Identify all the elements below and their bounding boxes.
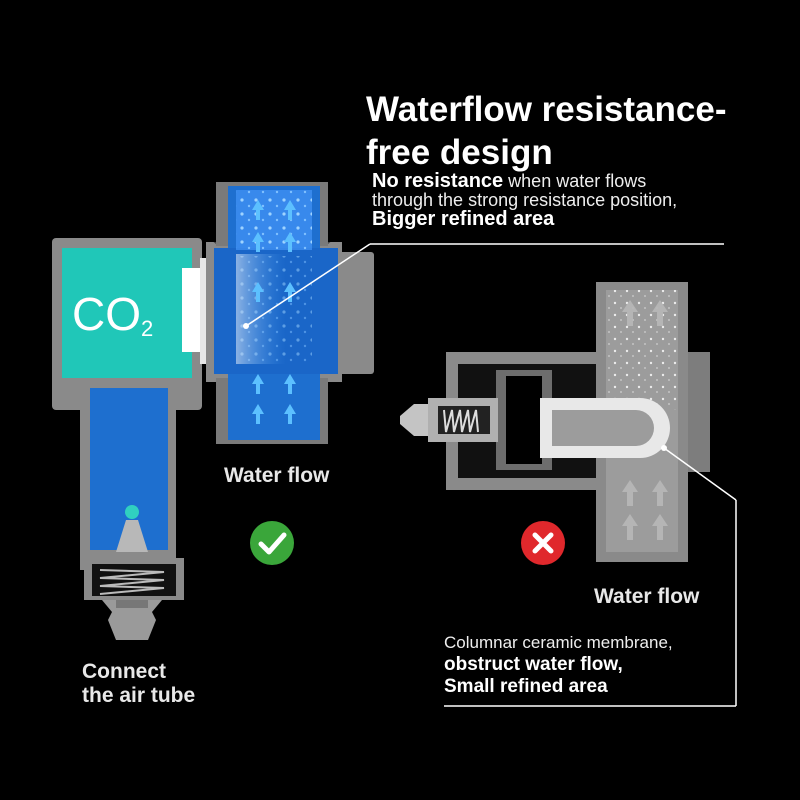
callout-line-top [243, 243, 724, 329]
good-design-description: No resistance when water flows through t… [372, 170, 678, 230]
competitor-device-right [400, 282, 710, 562]
flow-tube-middle [206, 182, 374, 444]
callout-line-bottom [444, 445, 737, 707]
co2-chamber [62, 248, 192, 378]
headline-line-1: Waterflow resistance- [366, 90, 727, 129]
co2-label: CO2 [72, 288, 154, 341]
bad-design-description: Columnar ceramic membrane, obstruct wate… [444, 633, 673, 697]
headline-line-2: free design [366, 133, 553, 172]
check-icon [250, 521, 294, 565]
connect-air-tube-label: Connect the air tube [82, 660, 196, 707]
water-flow-label-left: Water flow [224, 464, 330, 487]
water-flow-label-right: Water flow [594, 585, 700, 608]
headline: Waterflow resistance- free design [366, 88, 786, 174]
cross-icon [521, 521, 565, 565]
